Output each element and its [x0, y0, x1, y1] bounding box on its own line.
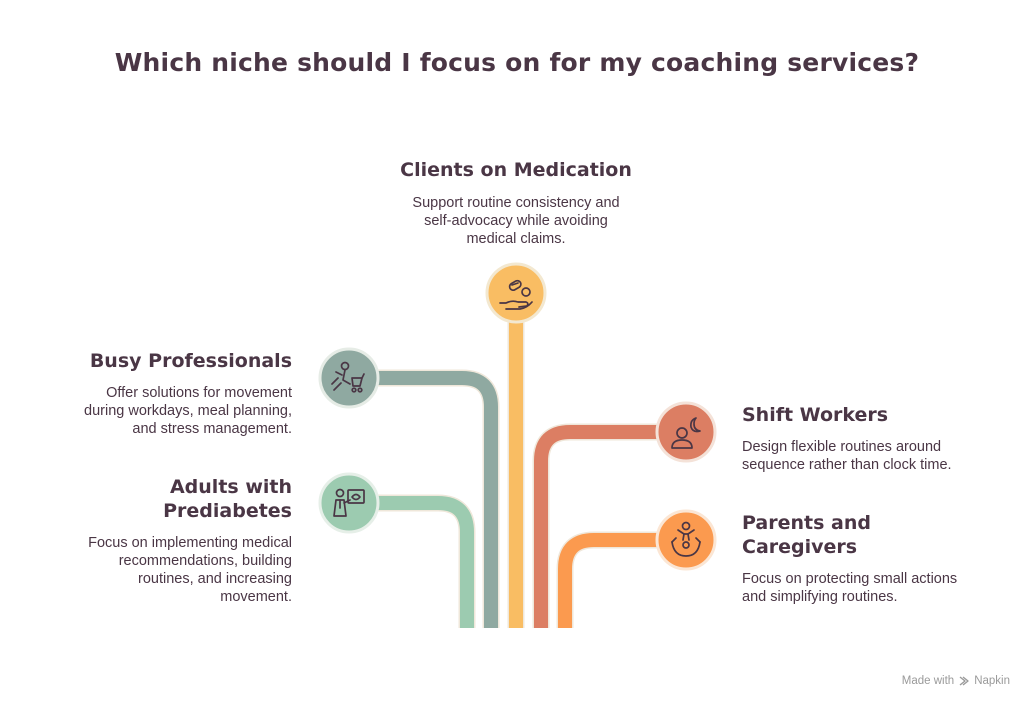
prediabetes-desc-line: movement. [220, 589, 292, 605]
shift-desc-line: Design flexible routines around [742, 439, 942, 455]
connector-parents-border [556, 531, 658, 628]
shift-description: Design flexible routines around sequence… [742, 438, 1012, 474]
busy-description: Offer solutions for movement during work… [42, 384, 292, 438]
prediabetes-desc-line: recommendations, building [118, 553, 292, 569]
parents-heading: Parents and Caregivers [742, 511, 1012, 559]
napkin-credit[interactable]: Made with Napkin [902, 675, 1010, 687]
napkin-brand: Napkin [974, 675, 1010, 687]
shift-desc-line: sequence rather than clock time. [742, 457, 952, 473]
connector-prediabetes [378, 496, 474, 628]
busy-heading: Busy Professionals [89, 350, 292, 372]
connector-busy [378, 371, 498, 628]
connector-parents [558, 533, 658, 628]
medication-description: Support routine consistency and self-adv… [366, 194, 666, 248]
parents-desc-line: Focus on protecting small actions [742, 571, 958, 587]
parents-heading-line: Caregivers [742, 536, 858, 558]
connector-shift [534, 425, 658, 628]
parents-desc-line: and simplifying routines. [742, 589, 898, 605]
hand-with-pills-icon [499, 279, 533, 310]
shift-heading: Shift Workers [742, 404, 889, 426]
connector-prediabetes-border [378, 494, 476, 628]
made-with-label: Made with [901, 675, 955, 687]
busy-desc-line: during workdays, meal planning, [84, 403, 292, 419]
prediabetes-desc-line: Focus on implementing medical [88, 535, 292, 551]
medication-desc-line: self-advocacy while avoiding [424, 213, 608, 229]
node-medication [485, 262, 547, 324]
node-parents [655, 509, 717, 571]
napkin-logo-icon [959, 676, 969, 686]
parents-heading-line: Parents and [742, 512, 871, 534]
node-prediabetes [318, 472, 380, 534]
doctor-presentation-icon [333, 488, 365, 517]
medication-desc-line: Support routine consistency and [412, 195, 620, 211]
node-busy [318, 347, 380, 409]
person-moon-icon [671, 417, 701, 449]
family-embrace-icon [671, 521, 701, 557]
node-shift [655, 401, 717, 463]
parents-description: Focus on protecting small actions and si… [742, 570, 1012, 606]
prediabetes-heading: Adults with Prediabetes [42, 475, 292, 523]
prediabetes-heading-line: Prediabetes [163, 500, 292, 522]
prediabetes-heading-line: Adults with [169, 476, 292, 498]
busy-desc-line: and stress management. [132, 421, 292, 437]
multitasking-person-icon [331, 361, 365, 393]
medication-heading: Clients on Medication [400, 159, 632, 181]
prediabetes-description: Focus on implementing medical recommenda… [42, 534, 292, 606]
medication-desc-line: medical claims. [466, 231, 566, 247]
page-title: Which niche should I focus on for my coa… [114, 48, 920, 77]
prediabetes-desc-line: routines, and increasing [138, 571, 292, 587]
busy-desc-line: Offer solutions for movement [106, 385, 292, 401]
